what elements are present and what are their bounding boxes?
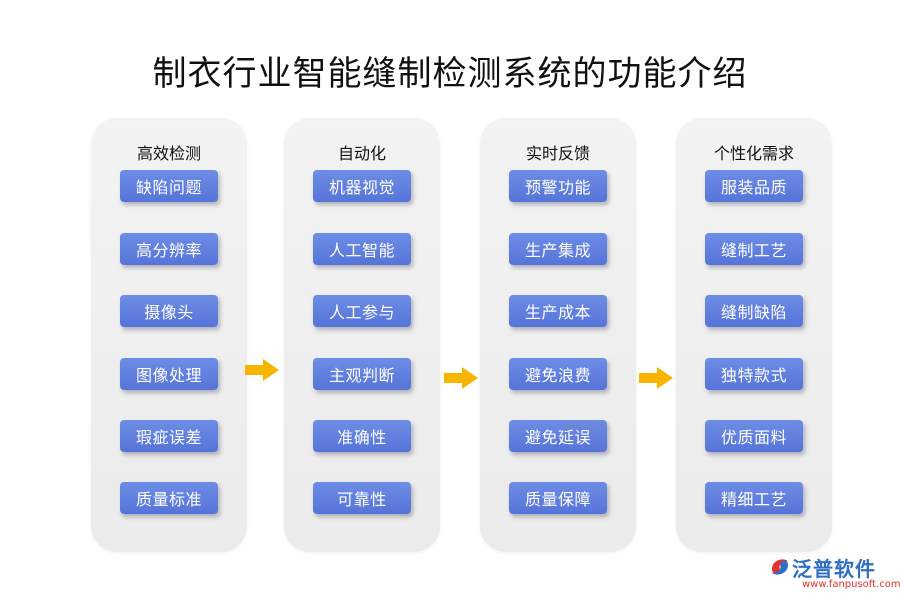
feature-item[interactable]: 可靠性 xyxy=(313,482,411,514)
feature-item[interactable]: 缺陷问题 xyxy=(120,170,218,202)
arrow-right-icon xyxy=(639,367,673,389)
feature-item[interactable]: 独特款式 xyxy=(705,358,803,390)
fanpu-logo[interactable]: 泛普软件 www.fanpusoft.com xyxy=(768,555,900,595)
feature-item[interactable]: 人工参与 xyxy=(313,295,411,327)
feature-item[interactable]: 避免浪费 xyxy=(509,358,607,390)
feature-item[interactable]: 摄像头 xyxy=(120,295,218,327)
column-personalized-needs: 个性化需求 服装品质 缝制工艺 缝制缺陷 独特款式 优质面料 精细工艺 xyxy=(676,118,832,552)
feature-item[interactable]: 优质面料 xyxy=(705,420,803,452)
column-title: 实时反馈 xyxy=(525,144,590,163)
column-title: 自动化 xyxy=(337,144,386,163)
feature-item[interactable]: 图像处理 xyxy=(120,358,218,390)
feature-item[interactable]: 质量保障 xyxy=(509,482,607,514)
feature-item[interactable]: 精细工艺 xyxy=(705,482,803,514)
logo-name: 泛普软件 xyxy=(792,557,876,581)
page-title: 制衣行业智能缝制检测系统的功能介绍 xyxy=(152,54,748,94)
feature-item[interactable]: 主观判断 xyxy=(313,358,411,390)
feature-item[interactable]: 质量标准 xyxy=(120,482,218,514)
feature-item[interactable]: 服装品质 xyxy=(705,170,803,202)
column-title: 个性化需求 xyxy=(713,144,794,163)
fanpu-logo-icon xyxy=(772,559,788,575)
feature-item[interactable]: 缝制缺陷 xyxy=(705,295,803,327)
feature-item[interactable]: 避免延误 xyxy=(509,420,607,452)
column-realtime-feedback: 实时反馈 预警功能 生产集成 生产成本 避免浪费 避免延误 质量保障 xyxy=(480,118,636,552)
column-efficient-detection: 高效检测 缺陷问题 高分辨率 摄像头 图像处理 瑕疵误差 质量标准 xyxy=(91,118,247,552)
column-automation: 自动化 机器视觉 人工智能 人工参与 主观判断 准确性 可靠性 xyxy=(284,118,440,552)
logo-url: www.fanpusoft.com xyxy=(802,579,900,590)
feature-item[interactable]: 生产成本 xyxy=(509,295,607,327)
feature-item[interactable]: 高分辨率 xyxy=(120,233,218,265)
feature-item[interactable]: 预警功能 xyxy=(509,170,607,202)
feature-item[interactable]: 缝制工艺 xyxy=(705,233,803,265)
feature-item[interactable]: 人工智能 xyxy=(313,233,411,265)
arrow-right-icon xyxy=(245,359,279,381)
column-title: 高效检测 xyxy=(136,144,201,163)
feature-item[interactable]: 准确性 xyxy=(313,420,411,452)
feature-item[interactable]: 瑕疵误差 xyxy=(120,420,218,452)
arrow-right-icon xyxy=(444,367,478,389)
feature-item[interactable]: 生产集成 xyxy=(509,233,607,265)
feature-item[interactable]: 机器视觉 xyxy=(313,170,411,202)
watermark: 泛普软件 xyxy=(560,420,609,434)
